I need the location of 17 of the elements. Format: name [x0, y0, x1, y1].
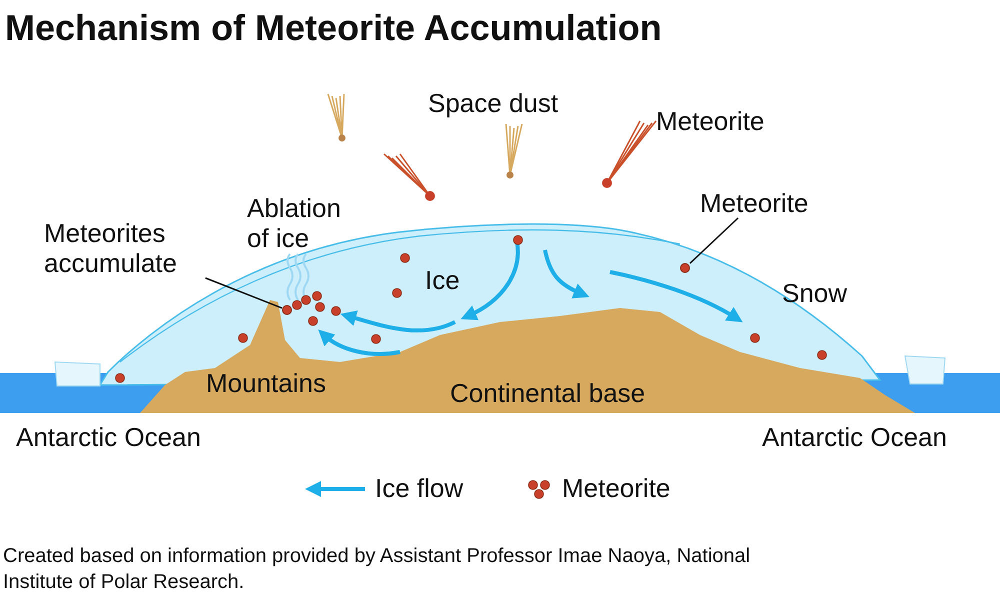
title: Mechanism of Meteorite Accumulation — [5, 6, 662, 50]
legend-label: Ice flow — [375, 473, 464, 503]
leader-line — [689, 217, 739, 264]
leader-line — [205, 277, 282, 309]
label: Ice — [425, 265, 460, 295]
label: Space dust — [428, 88, 558, 118]
callout-label: Meteorites accumulate — [44, 218, 214, 278]
label: Ablation of ice — [247, 193, 342, 253]
caption: Created based on information provided by Assistant Professor Imae Naoya, National Institute of Polar Research. — [3, 544, 752, 595]
label: Mountains — [206, 368, 326, 398]
legend-label: Meteorite — [562, 473, 670, 503]
label: Antarctic Ocean — [16, 422, 201, 452]
callout-label: Meteorite — [700, 188, 808, 218]
label: Snow — [782, 278, 848, 308]
label: Continental base — [450, 378, 646, 408]
label: Meteorite — [656, 106, 764, 136]
label: Antarctic Ocean — [762, 422, 947, 452]
